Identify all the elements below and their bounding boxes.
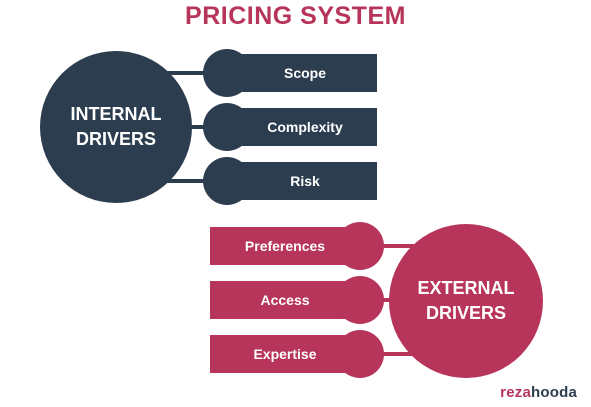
internal-hub-line1: INTERNAL [70, 104, 162, 124]
bar-cap-complexity [203, 103, 251, 151]
label-complexity: Complexity [267, 119, 343, 135]
brand-part1: reza [500, 384, 531, 401]
label-access: Access [260, 292, 310, 308]
bar-cap-access [336, 276, 384, 324]
external-hub-line1: EXTERNAL [417, 278, 515, 298]
bar-cap-preferences [336, 222, 384, 270]
bar-cap-risk [203, 157, 251, 205]
external-hub-label: EXTERNAL DRIVERS [391, 276, 541, 326]
brand-part2: hooda [531, 384, 577, 401]
label-risk: Risk [290, 173, 320, 189]
label-scope: Scope [283, 65, 326, 81]
label-preferences: Preferences [244, 238, 326, 254]
external-hub-line2: DRIVERS [425, 303, 506, 323]
bar-cap-scope [203, 49, 251, 97]
bar-cap-expertise [336, 330, 384, 378]
diagram-title: PRICING SYSTEM [185, 2, 406, 30]
internal-hub-label: INTERNAL DRIVERS [41, 102, 191, 152]
label-expertise: Expertise [253, 346, 317, 362]
internal-hub-line2: DRIVERS [75, 129, 156, 149]
internal-drivers-group [40, 49, 377, 205]
external-drivers-hub [389, 224, 543, 378]
external-drivers-group [210, 222, 543, 378]
brand-logo: rezahooda [500, 384, 577, 401]
internal-drivers-hub [40, 51, 192, 203]
